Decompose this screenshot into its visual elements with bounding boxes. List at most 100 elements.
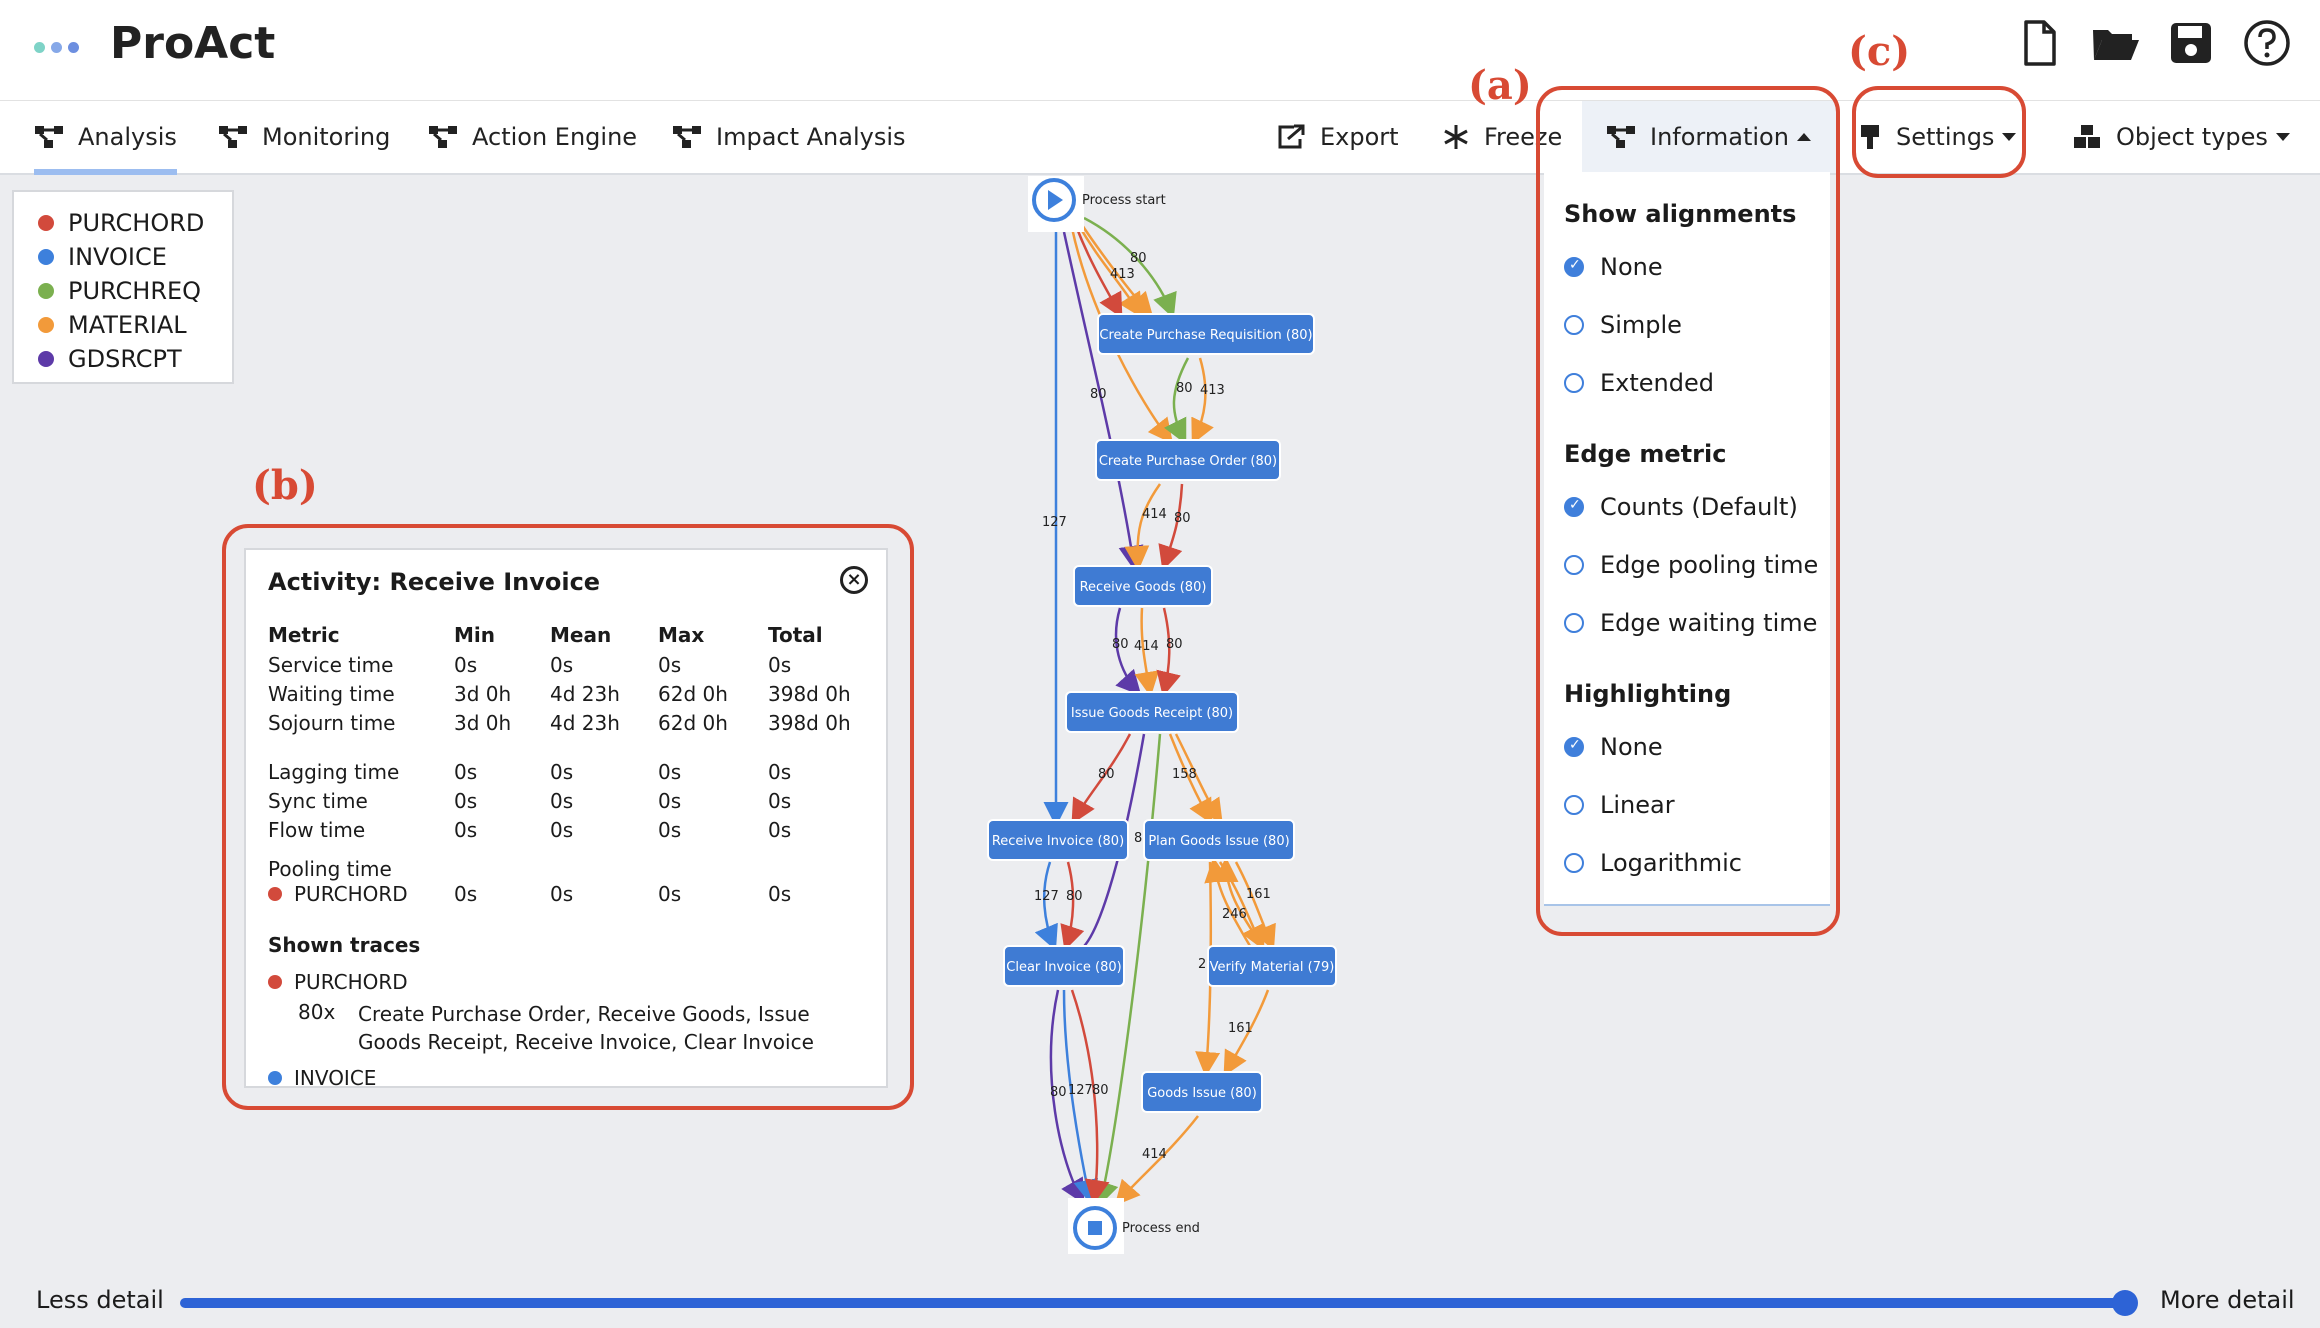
graph-edge [1034,861,1058,951]
graph-edge [1070,989,1110,1205]
graph-edge [1156,607,1181,697]
radio-checked-icon[interactable] [1564,737,1584,757]
legend-item: INVOICE [38,240,208,274]
settings-dropdown-button[interactable]: Settings [1858,101,2018,173]
radio-icon[interactable] [1564,795,1584,815]
radio-icon[interactable] [1564,373,1584,393]
radio-checked-icon[interactable] [1564,497,1584,517]
graph-edge [1060,861,1085,951]
radio-icon[interactable] [1564,613,1584,633]
process-end-node[interactable] [1068,1198,1124,1254]
edge-label: 414 [1134,639,1159,654]
alignment-option-extended[interactable]: Extended [1564,354,1830,412]
edge-label: 414 [1142,507,1167,522]
edge-label: 80 [1176,381,1193,396]
legend-dot [38,283,54,299]
new-file-icon[interactable] [2014,18,2064,68]
edge-label: 161 [1228,1021,1253,1036]
edge-metric-option-pooling[interactable]: Edge pooling time [1564,536,1830,594]
process-start-node[interactable] [1028,176,1084,232]
svg-text:Goods Issue (80): Goods Issue (80) [1147,1086,1257,1101]
graph-edge [1213,857,1264,947]
legend-dot [38,351,54,367]
save-icon[interactable] [2166,18,2216,68]
activity-node-issue-goods-receipt[interactable]: Issue Goods Receipt (80) [1065,691,1239,733]
edge-label: 127 [1042,515,1067,530]
activity-node-goods-issue[interactable]: Goods Issue (80) [1141,1071,1263,1113]
graph-icon [35,126,63,148]
caret-down-icon [2002,133,2017,141]
edge-label: 413 [1200,383,1225,398]
process-end-label: Process end [1122,1221,1200,1236]
close-icon[interactable]: × [840,566,868,594]
legend-dot [38,215,54,231]
activity-node-receive-invoice[interactable]: Receive Invoice (80) [987,819,1129,861]
graph-edge [1124,483,1162,571]
activity-node-plan-goods-issue[interactable]: Plan Goods Issue (80) [1143,819,1295,861]
svg-text:Receive Goods (80): Receive Goods (80) [1080,580,1207,595]
legend-item: MATERIAL [38,308,208,342]
graph-edge [1234,861,1276,951]
information-dropdown-button[interactable]: Information [1582,101,1837,173]
navbar: Analysis Monitoring Action Engine Impact… [0,100,2320,175]
tab-impact-analysis[interactable]: Impact Analysis [672,101,906,173]
tab-action-engine[interactable]: Action Engine [428,101,637,173]
graph-edge [1114,1115,1199,1206]
detail-slider-track[interactable] [180,1298,2126,1308]
graph-edge [1074,225,1123,319]
radio-checked-icon[interactable] [1564,257,1584,277]
detail-slider-handle[interactable] [2112,1290,2138,1316]
open-folder-icon[interactable] [2090,18,2140,68]
edge-metric-option-waiting[interactable]: Edge waiting time [1564,594,1830,652]
process-graph[interactable]: Process start Process end Create Purchas… [0,172,1540,1262]
edge-label: 80 [1166,637,1183,652]
trace-object-type: INVOICE [268,1066,376,1086]
more-detail-label: More detail [2160,1286,2295,1314]
radio-icon[interactable] [1564,555,1584,575]
tab-analysis[interactable]: Analysis [34,101,177,175]
edge-metric-heading: Edge metric [1564,440,1727,468]
annotation-label-a: (a) [1468,62,1532,109]
object-types-dropdown-button[interactable]: Object types [2072,101,2292,173]
pooling-time-row: PURCHORD 0s 0s 0s 0s [268,882,791,906]
annotation-label-c: (c) [1848,28,1911,75]
graph-edge [1204,857,1252,947]
alignment-option-none[interactable]: None [1564,238,1830,296]
graph-edge [1158,483,1184,571]
graph-icon [429,126,457,148]
activity-node-create-purchase-requisition[interactable]: Create Purchase Requisition (80) [1097,313,1315,355]
highlighting-option-logarithmic[interactable]: Logarithmic [1564,834,1830,892]
activity-node-verify-material[interactable]: Verify Material (79) [1207,945,1337,987]
activity-node-create-purchase-order[interactable]: Create Purchase Order (80) [1095,439,1281,481]
graph-edge [1223,989,1270,1077]
activity-node-clear-invoice[interactable]: Clear Invoice (80) [1003,945,1125,987]
graph-edge [1114,607,1142,696]
legend-item: GDSRCPT [38,342,208,376]
annotation-box-a [1536,86,1840,936]
tab-monitoring[interactable]: Monitoring [218,101,390,173]
edge-label: 158 [1172,767,1197,782]
cubes-icon [2074,125,2100,148]
help-icon[interactable] [2242,18,2292,68]
svg-text:Create Purchase Order (80): Create Purchase Order (80) [1099,454,1277,469]
information-dropdown-menu: Show alignments None Simple Extended Edg… [1544,172,1830,906]
activity-details-panel: Activity: Receive Invoice × Metric Min M… [244,548,888,1088]
edge-label: 127 [1034,889,1059,904]
trace-object-type: PURCHORD [268,970,408,994]
graph-edge [1174,733,1223,825]
radio-icon[interactable] [1564,315,1584,335]
radio-icon[interactable] [1564,853,1584,873]
process-start-label: Process start [1082,193,1166,208]
activity-node-receive-goods[interactable]: Receive Goods (80) [1073,565,1213,607]
edge-label: 413 [1110,267,1135,282]
edge-metric-option-counts[interactable]: Counts (Default) [1564,478,1830,536]
highlighting-option-none[interactable]: None [1564,718,1830,776]
graph-edge [1134,607,1160,697]
freeze-button[interactable]: Freeze [1442,101,1562,173]
highlighting-option-linear[interactable]: Linear [1564,776,1830,834]
alignment-option-simple[interactable]: Simple [1564,296,1830,354]
export-button[interactable]: Export [1276,101,1399,173]
edge-label: 80 [1066,889,1083,904]
svg-text:Verify Material (79): Verify Material (79) [1210,960,1335,975]
